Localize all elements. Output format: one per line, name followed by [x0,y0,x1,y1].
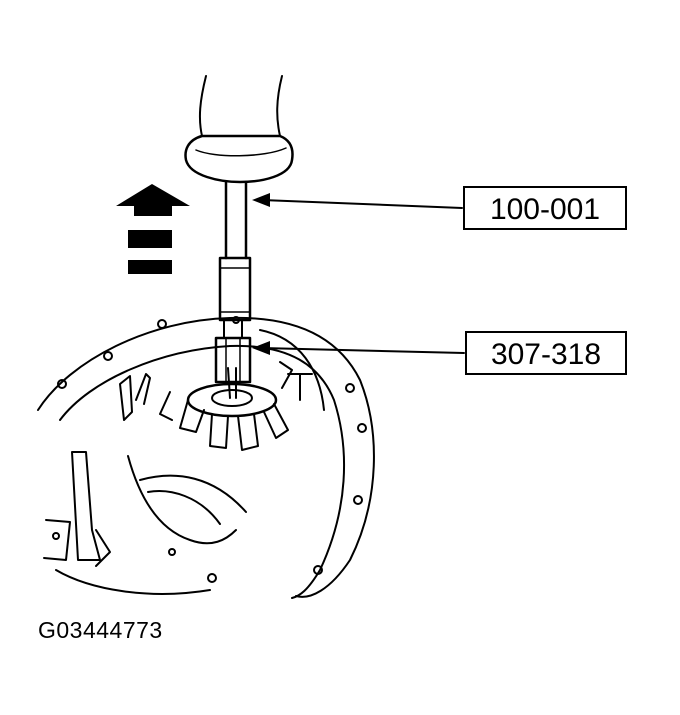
tool-callout-100-001: 100-001 [463,186,627,230]
figure-id-label: G03444773 [38,617,163,643]
tool-callout-307-318: 307-318 [465,331,627,375]
leader-lines [252,193,465,355]
slide-hammer [184,75,294,322]
remover-adapter [214,319,252,399]
transmission-case [37,316,375,599]
removal-direction-arrow-icon [116,184,190,274]
